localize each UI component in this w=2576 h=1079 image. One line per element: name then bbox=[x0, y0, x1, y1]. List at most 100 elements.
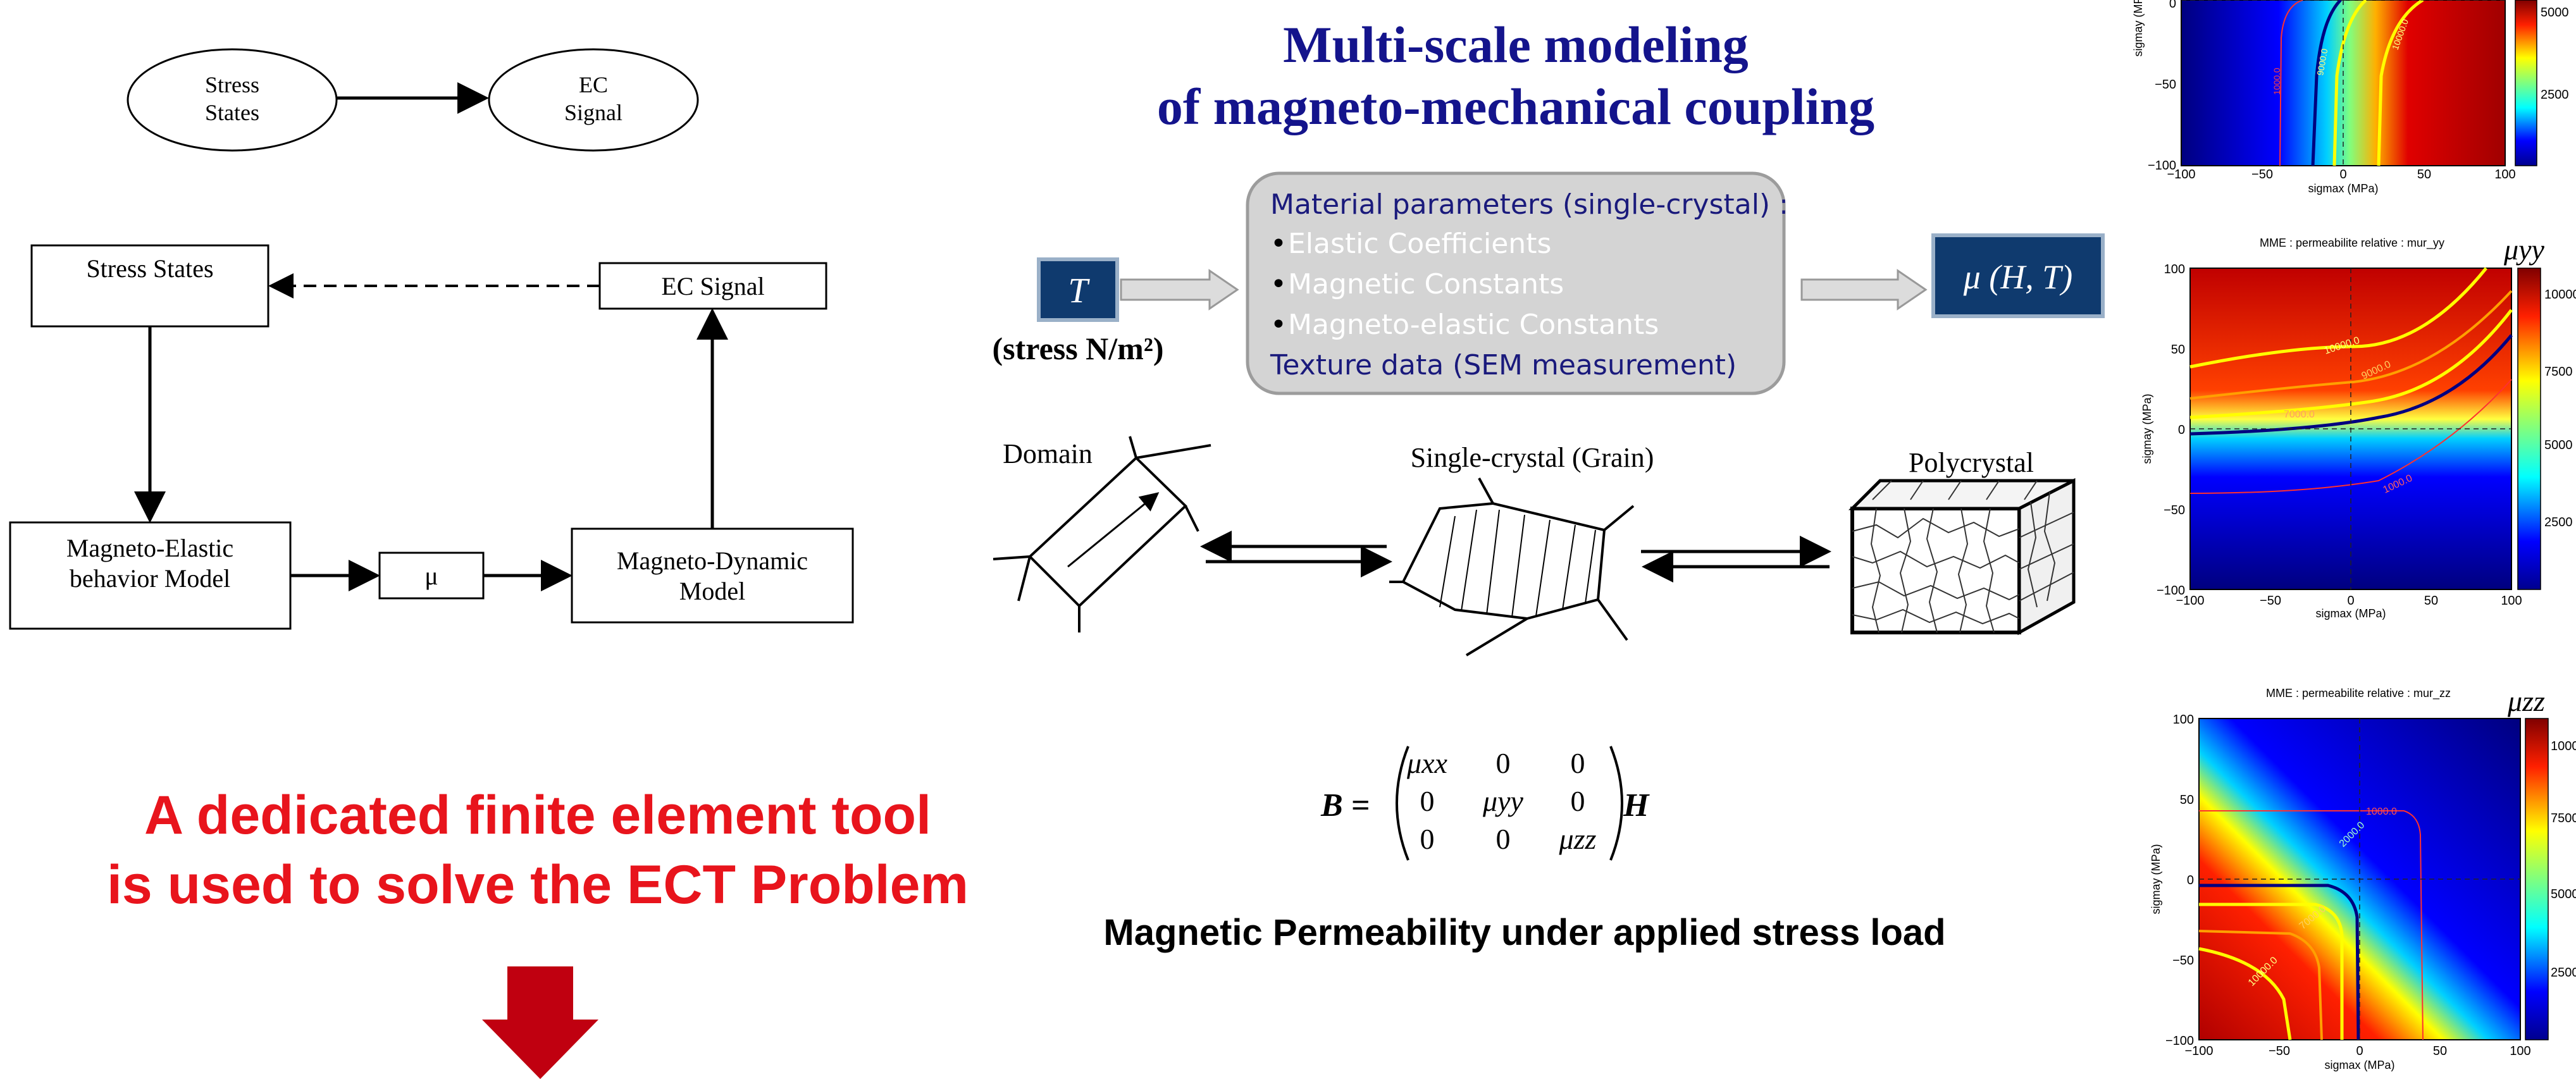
output-mu-box bbox=[1931, 233, 2105, 318]
plot-3-ytick-0: 100 bbox=[2173, 713, 2194, 727]
plot-2-ytick-4: −100 bbox=[2157, 584, 2185, 598]
plot-3-xtick-0: −100 bbox=[2184, 1044, 2213, 1058]
plot-3-xtick-1: −50 bbox=[2269, 1044, 2290, 1058]
params-bullet-2: • bbox=[1270, 268, 1287, 300]
single-crystal-sketch bbox=[1389, 478, 1635, 657]
plot-2-contour-label-3: 7000.0 bbox=[2284, 409, 2315, 420]
plot-3-contour-red bbox=[2199, 810, 2424, 1040]
matrix-cell-1-2: 0 bbox=[1571, 785, 1585, 817]
params-item-magnetic: Magnetic Constants bbox=[1288, 268, 1564, 300]
plot-3: MME : permeabilite relative : mur_zz μzz… bbox=[2150, 685, 2576, 1071]
plot-3-ytick-4: −100 bbox=[2165, 1034, 2194, 1048]
plot-1-xlabel: sigmax (MPa) bbox=[2308, 182, 2378, 195]
scale-domain-label: Domain bbox=[1003, 438, 1093, 469]
plot-2-contour-red bbox=[2189, 379, 2512, 494]
plot-1-contour-label-1: 1000.0 bbox=[2272, 68, 2282, 95]
output-mu-label: μ (H, T) bbox=[1963, 258, 2073, 296]
params-bullet-1: • bbox=[1270, 228, 1287, 260]
input-T-box bbox=[1037, 257, 1119, 322]
plot-2-ytick-0: 100 bbox=[2164, 262, 2185, 276]
equation-rhs: H bbox=[1623, 787, 1650, 823]
matrix-right-paren bbox=[1609, 746, 1623, 861]
plot-3-ytick-1: 50 bbox=[2180, 793, 2194, 807]
matrix-cell-0-2: 0 bbox=[1571, 747, 1585, 779]
plot-1-cbar-tick-1: 2500 bbox=[2541, 88, 2569, 102]
plot-3-cbar-tick-0: 10000 bbox=[2551, 739, 2576, 753]
plot-2-cbar-tick-1: 7500 bbox=[2544, 365, 2573, 379]
box-ec-signal bbox=[598, 262, 827, 310]
box-magneto-elastic-line2: behavior Model bbox=[70, 564, 230, 593]
equation-lhs: B = bbox=[1320, 787, 1370, 823]
plot-3-cbar-tick-2: 5000 bbox=[2551, 887, 2576, 901]
plot-2-xtick-1: −50 bbox=[2260, 594, 2281, 608]
plot-2-colorbar bbox=[2517, 268, 2541, 590]
plot-3-cbar-tick-1: 7500 bbox=[2551, 811, 2576, 825]
plot-1: 1000.0 9000.0 10000.0 0 −50 −100 −100 −5… bbox=[2132, 0, 2569, 195]
plot-3-contour-orange bbox=[2198, 930, 2323, 1040]
plot-1-contour-blue bbox=[2311, 0, 2342, 166]
plot-2-xtick-0: −100 bbox=[2176, 594, 2204, 608]
plot-1-ytick-1: −50 bbox=[2155, 78, 2176, 92]
plot-2-cbar-tick-2: 5000 bbox=[2544, 438, 2573, 452]
double-arrow-right bbox=[1641, 536, 1831, 583]
stress-unit-label: (stress N/m²) bbox=[993, 331, 1164, 366]
plot-3-cbar-tick-3: 2500 bbox=[2551, 966, 2576, 980]
polycrystal-cube bbox=[1848, 478, 2076, 636]
box-magneto-dynamic bbox=[571, 527, 854, 624]
params-item-elastic: Elastic Coefficients bbox=[1288, 228, 1551, 260]
plot-3-xlabel: sigmax (MPa) bbox=[2324, 1059, 2394, 1071]
plot-2-ytick-3: −50 bbox=[2164, 503, 2185, 517]
matrix-cell-2-2: μzz bbox=[1559, 823, 1597, 855]
matrix-cell-1-1: μyy bbox=[1482, 785, 1524, 817]
plot-2-xtick-3: 50 bbox=[2424, 594, 2438, 608]
plot-3-contour-blue bbox=[2199, 884, 2360, 1040]
matrix-cell-0-0: μxx bbox=[1406, 747, 1448, 779]
box-ec-signal-label: EC Signal bbox=[661, 272, 764, 300]
plot-2-ytick-2: 0 bbox=[2178, 423, 2185, 437]
matrix-cell-1-0: 0 bbox=[1420, 785, 1435, 817]
plot-3-symbol: μzz bbox=[2507, 685, 2545, 717]
plot-1-contour-red bbox=[2279, 0, 2303, 166]
plot-1-colorbar bbox=[2515, 0, 2537, 166]
down-arrow-icon bbox=[482, 966, 598, 1079]
caption: Magnetic Permeability under applied stre… bbox=[1103, 912, 1945, 953]
node-stress-states-small bbox=[127, 48, 338, 152]
plot-3-colorbar bbox=[2525, 718, 2549, 1040]
plot-1-xtick-0: −100 bbox=[2167, 168, 2195, 182]
scale-single-label: Single-crystal (Grain) bbox=[1411, 442, 1654, 473]
plot-2-cbar-tick-0: 10000 bbox=[2544, 288, 2576, 302]
plot-2-contour-blue bbox=[2189, 334, 2513, 436]
plot-2: MME : permeabilite relative : mur_yy μyy… bbox=[2141, 233, 2576, 620]
double-arrow-left bbox=[1200, 531, 1392, 577]
plot-3-ylabel: sigmay (MPa) bbox=[2150, 844, 2162, 914]
node-stress-states-small-line1: Stress bbox=[205, 72, 259, 97]
small-flow: Stress States EC Signal bbox=[127, 48, 699, 152]
plot-3-contour-yellow-a bbox=[2199, 903, 2344, 1040]
plot-2-xlabel: sigmax (MPa) bbox=[2315, 607, 2386, 620]
plot-1-contour-yellow-b bbox=[2377, 0, 2424, 166]
params-item-magnetoelastic: Magneto-elastic Constants bbox=[1288, 309, 1659, 341]
plot-2-ylabel: sigmay (MPa) bbox=[2141, 393, 2153, 464]
plot-3-title: MME : permeabilite relative : mur_zz bbox=[2266, 687, 2451, 700]
scale-poly-label: Polycrystal bbox=[1909, 447, 2034, 478]
plot-1-contour-yellow-a bbox=[2332, 0, 2367, 166]
params-bullet-3: • bbox=[1270, 309, 1287, 341]
plot-2-title: MME : permeabilite relative : mur_yy bbox=[2260, 237, 2444, 250]
params-texture: Texture data (SEM measurement) bbox=[1270, 349, 1737, 381]
matrix-cell-2-0: 0 bbox=[1420, 823, 1435, 855]
title-line1: Multi-scale modeling bbox=[1283, 16, 1749, 73]
plot-2-xtick-2: 0 bbox=[2347, 594, 2354, 608]
plot-2-ytick-1: 50 bbox=[2171, 343, 2185, 357]
input-T-label: T bbox=[1068, 271, 1090, 311]
plot-2-contour-yellow-b bbox=[2189, 309, 2513, 419]
node-ec-signal-small bbox=[488, 48, 699, 152]
plot-1-xtick-4: 100 bbox=[2494, 168, 2515, 182]
matrix-cell-2-1: 0 bbox=[1496, 823, 1511, 855]
plot-1-xtick-1: −50 bbox=[2251, 168, 2273, 182]
plot-3-ytick-3: −50 bbox=[2172, 954, 2194, 968]
fe-text-line2: is used to solve the ECT Problem bbox=[107, 854, 969, 915]
box-stress-states-label: Stress States bbox=[86, 254, 213, 283]
plot-2-symbol: μyy bbox=[2503, 233, 2545, 266]
box-magneto-dynamic-line2: Model bbox=[679, 577, 745, 605]
